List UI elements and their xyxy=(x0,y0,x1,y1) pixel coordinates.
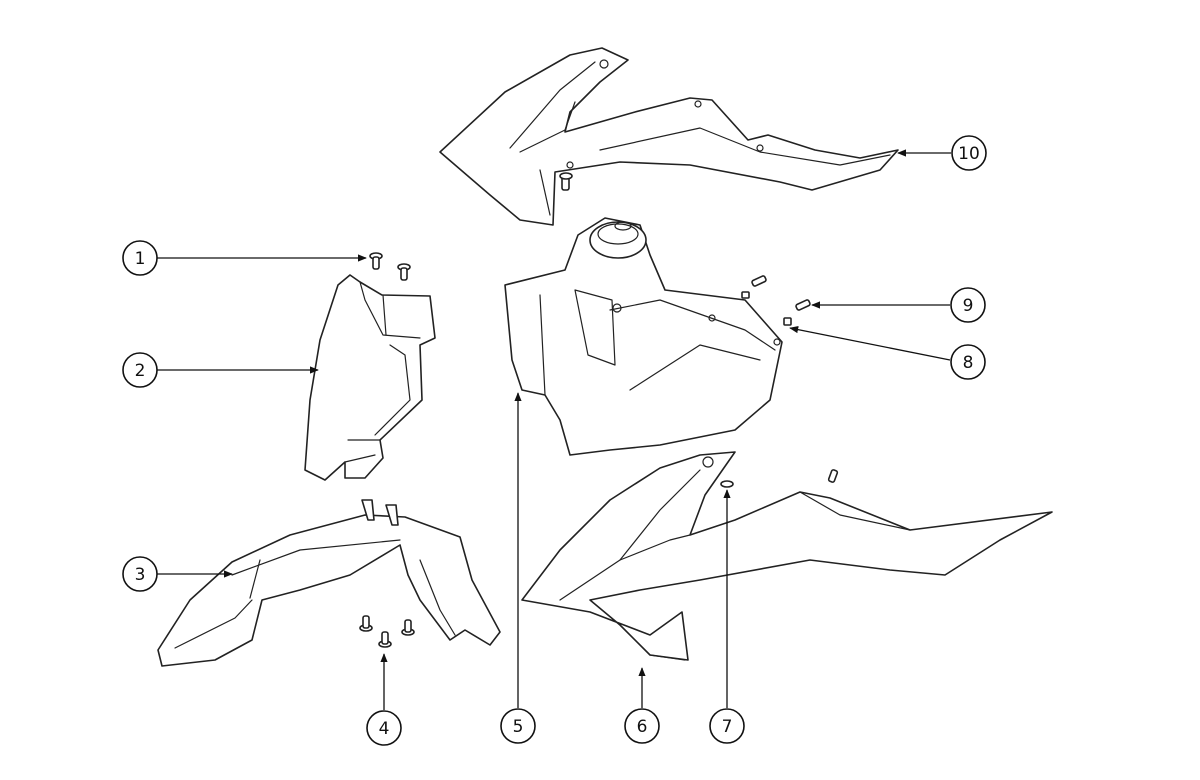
callout-2: 2 xyxy=(122,352,158,388)
screw-part-5 xyxy=(741,275,767,299)
callout-10: 10 xyxy=(951,135,987,171)
callout-label: 2 xyxy=(135,361,146,381)
callout-label: 7 xyxy=(722,717,733,737)
fuel-tank xyxy=(504,217,783,456)
callout-4: 4 xyxy=(366,710,402,746)
leader-lines xyxy=(157,149,951,710)
callout-5: 5 xyxy=(500,708,536,744)
screws-part-1 xyxy=(369,252,411,281)
callout-3: 3 xyxy=(122,556,158,592)
callout-label: 6 xyxy=(637,717,648,737)
callout-label: 8 xyxy=(963,353,974,373)
callout-9: 9 xyxy=(950,287,986,323)
nut-part-8 xyxy=(783,317,792,326)
screw-part-10 xyxy=(559,172,573,191)
guard-panel xyxy=(304,274,436,481)
callout-label: 10 xyxy=(958,144,980,164)
side-cover-lower xyxy=(521,451,1053,661)
callout-label: 3 xyxy=(135,565,146,585)
screw-part-9 xyxy=(795,299,811,311)
callout-label: 1 xyxy=(135,249,146,269)
front-fender xyxy=(157,499,501,667)
callout-1: 1 xyxy=(122,240,158,276)
side-panel-upper xyxy=(439,47,899,226)
callout-label: 5 xyxy=(513,717,524,737)
callout-8: 8 xyxy=(950,344,986,380)
callout-7: 7 xyxy=(709,708,745,744)
screws-part-4 xyxy=(359,615,415,648)
screws-part-6 xyxy=(720,469,839,488)
callout-6: 6 xyxy=(624,708,660,744)
callout-label: 4 xyxy=(379,719,390,739)
callout-label: 9 xyxy=(963,296,974,316)
